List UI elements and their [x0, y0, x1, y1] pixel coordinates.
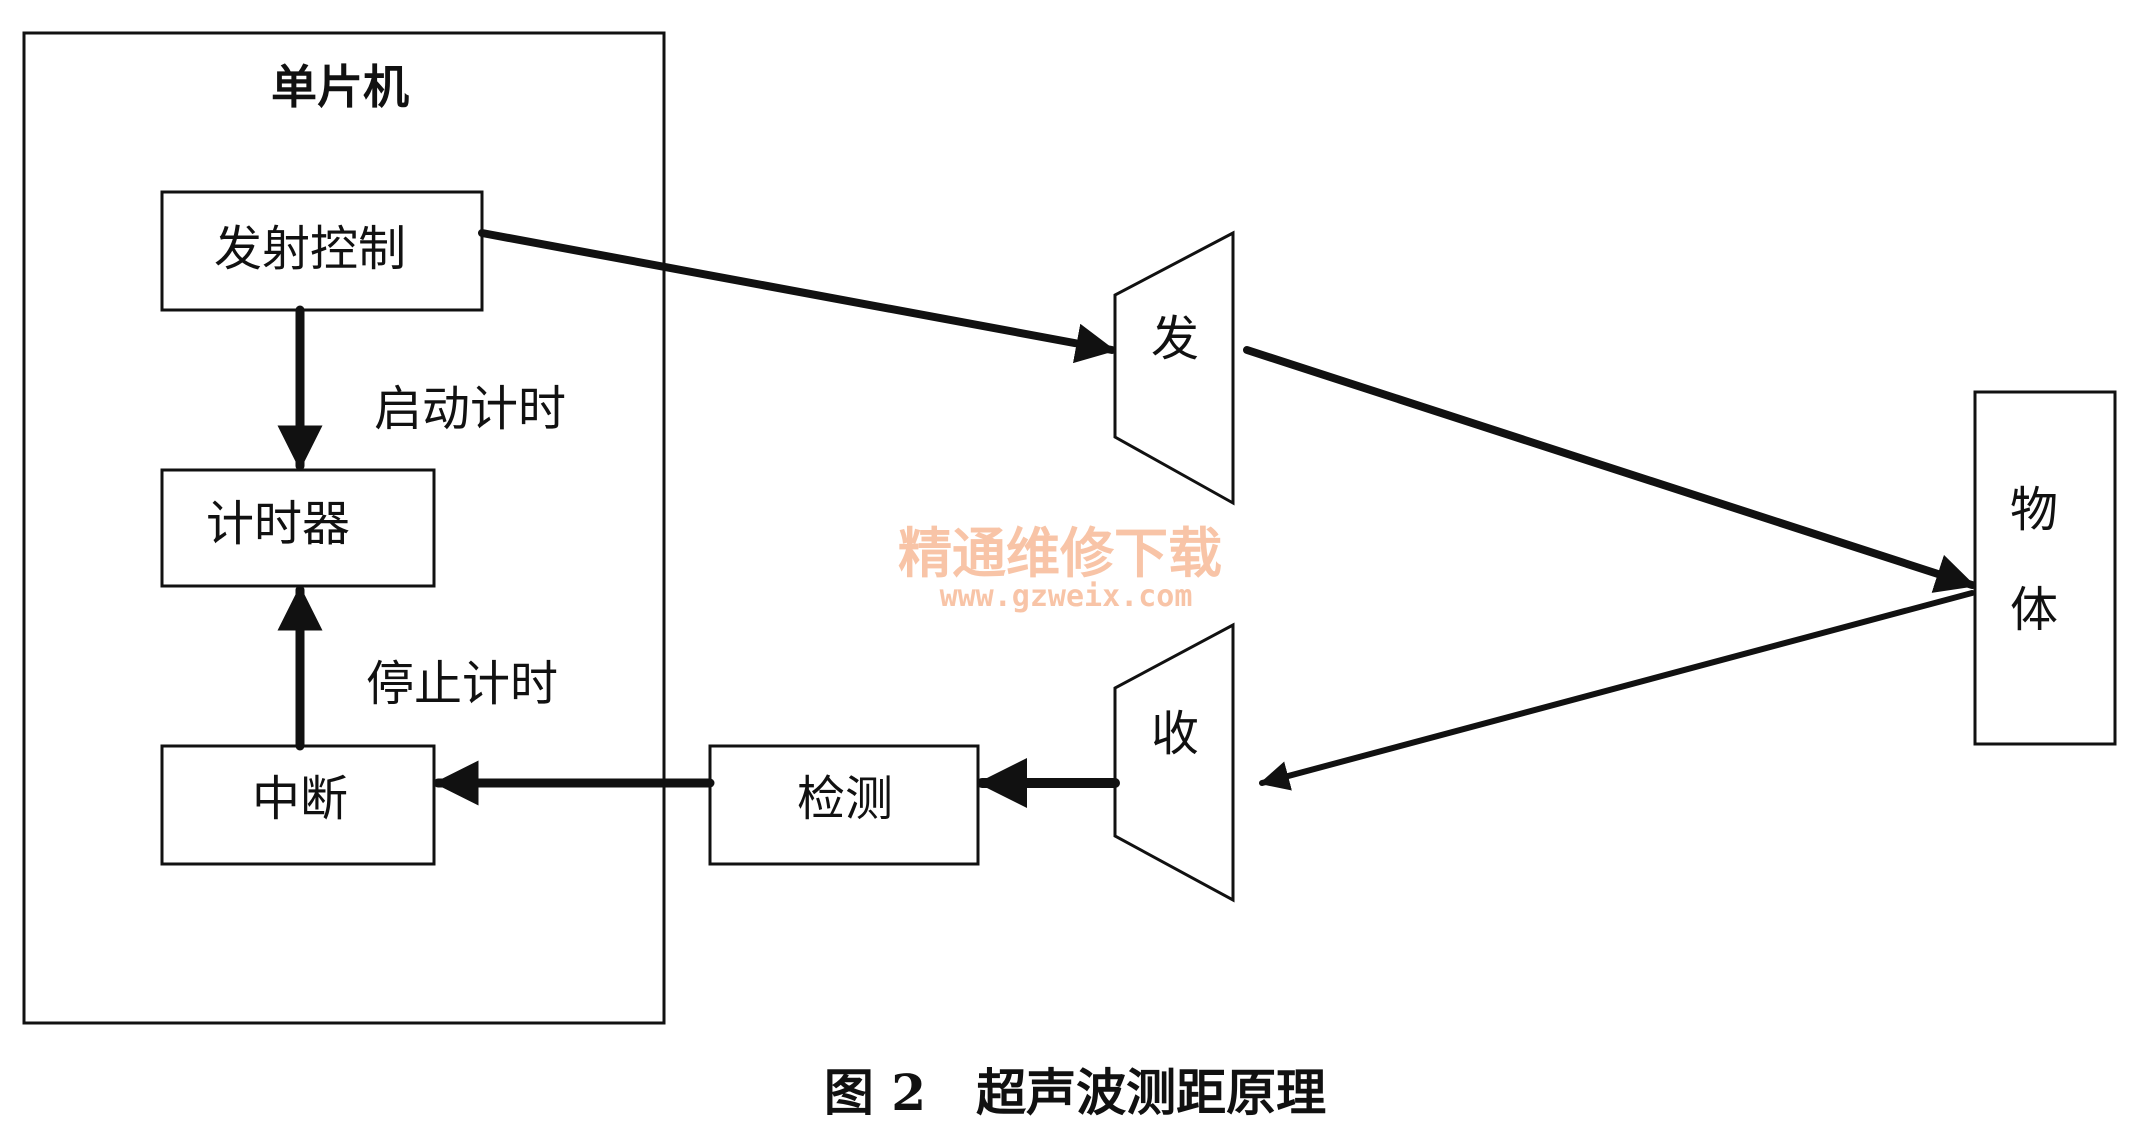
watermark-name: 精通维修下载 — [898, 522, 1222, 585]
figure-caption: 图 2 超声波测距原理 — [824, 1063, 1326, 1122]
emit-control-block — [160, 190, 484, 312]
detect-block — [708, 744, 980, 866]
object-block — [1973, 390, 2117, 746]
mcu-container — [22, 31, 666, 1025]
mcu-title: 单片机 — [271, 60, 409, 114]
start-timing-label: 启动计时 — [374, 381, 566, 437]
emit-control-label: 发射控制 — [214, 221, 406, 277]
arrow-emit-to-transmitter — [478, 229, 1116, 364]
receiver-label: 收 — [1151, 706, 1199, 762]
arrow-transmitter-to-object — [1243, 346, 1976, 593]
transmitter-label: 发 — [1151, 311, 1199, 367]
transmitter-transducer — [1113, 230, 1235, 506]
receiver-transducer — [1113, 622, 1235, 903]
arrow-object-to-receiver — [1259, 590, 1975, 791]
object-label-char-1: 物 — [2010, 482, 2058, 538]
stop-timing-label: 停止计时 — [366, 656, 558, 712]
watermark-url: www.gzweix.com — [940, 579, 1193, 614]
timer-label: 计时器 — [206, 496, 350, 552]
object-label-char-2: 体 — [2010, 582, 2058, 638]
detect-label: 检测 — [797, 771, 893, 827]
interrupt-label: 中断 — [252, 771, 348, 827]
timer-block — [160, 468, 436, 588]
